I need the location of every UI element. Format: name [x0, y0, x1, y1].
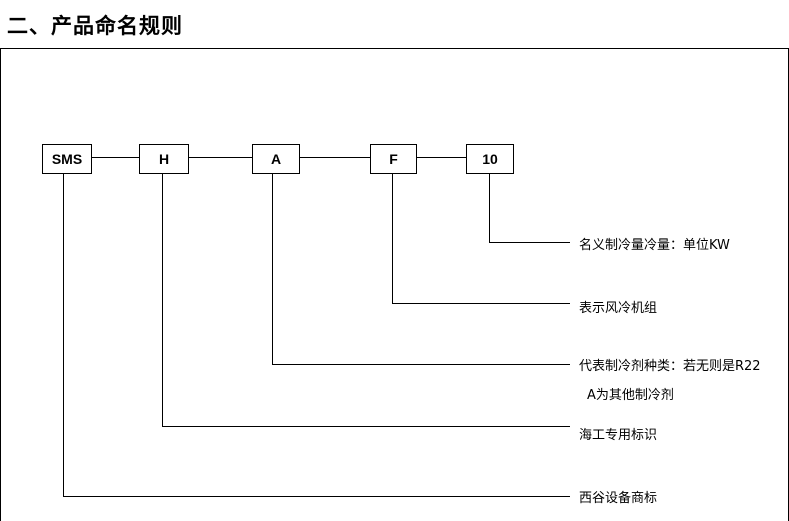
leader-sms — [63, 174, 570, 497]
title-divider — [0, 48, 789, 49]
description-sms: 西谷设备商标 — [579, 491, 658, 506]
leader-capacity — [489, 174, 570, 243]
leader-f — [392, 174, 570, 304]
code-box-h: H — [139, 144, 189, 174]
code-box-a: A — [252, 144, 300, 174]
description-a-line1: 代表制冷剂种类：若无则是R22 — [579, 359, 761, 374]
description-a-line2: A为其他制冷剂 — [587, 388, 674, 403]
description-capacity: 名义制冷量冷量：单位KW — [579, 238, 730, 253]
code-box-capacity: 10 — [466, 144, 514, 174]
leader-h — [162, 174, 570, 427]
code-box-f: F — [370, 144, 417, 174]
description-h: 海工专用标识 — [579, 428, 658, 443]
description-f: 表示风冷机组 — [579, 301, 658, 316]
frame-left-border — [0, 48, 1, 521]
code-box-sms: SMS — [42, 144, 92, 174]
page-title: 二、产品命名规则 — [7, 14, 183, 38]
leader-a — [272, 174, 570, 365]
